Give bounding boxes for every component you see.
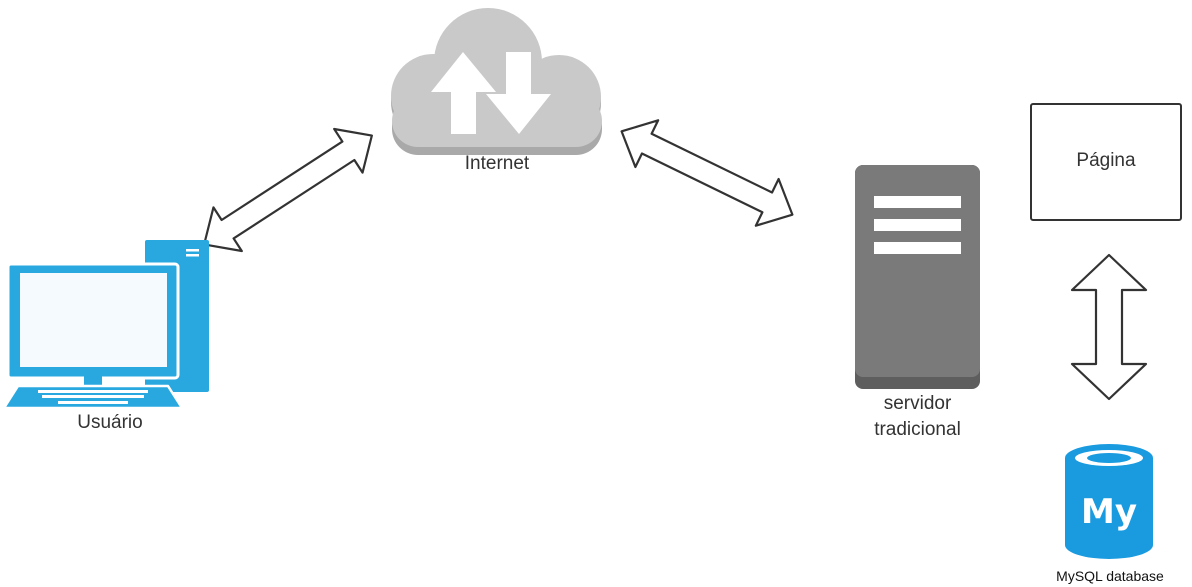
database-cylinder-icon: My (1065, 444, 1153, 559)
desktop-computer-icon (2, 240, 209, 410)
arrow-usuario-internet (203, 127, 373, 253)
cloud-upload-download-icon (391, 8, 602, 155)
internet-label: Internet (464, 153, 530, 174)
mysql-badge-text: My (1081, 492, 1137, 532)
pagina-node: Página (1030, 103, 1182, 221)
servidor-label-line1: servidor (883, 393, 952, 414)
pagina-label: Página (1076, 150, 1136, 171)
arrow-internet-servidor (620, 119, 794, 227)
servidor-label-line2: tradicional (874, 419, 961, 440)
mysql-label: MySQL database (1056, 568, 1164, 584)
server-tower-icon (855, 165, 980, 389)
usuario-label: Usuário (77, 412, 143, 433)
arrow-pagina-mysql (1070, 253, 1148, 401)
